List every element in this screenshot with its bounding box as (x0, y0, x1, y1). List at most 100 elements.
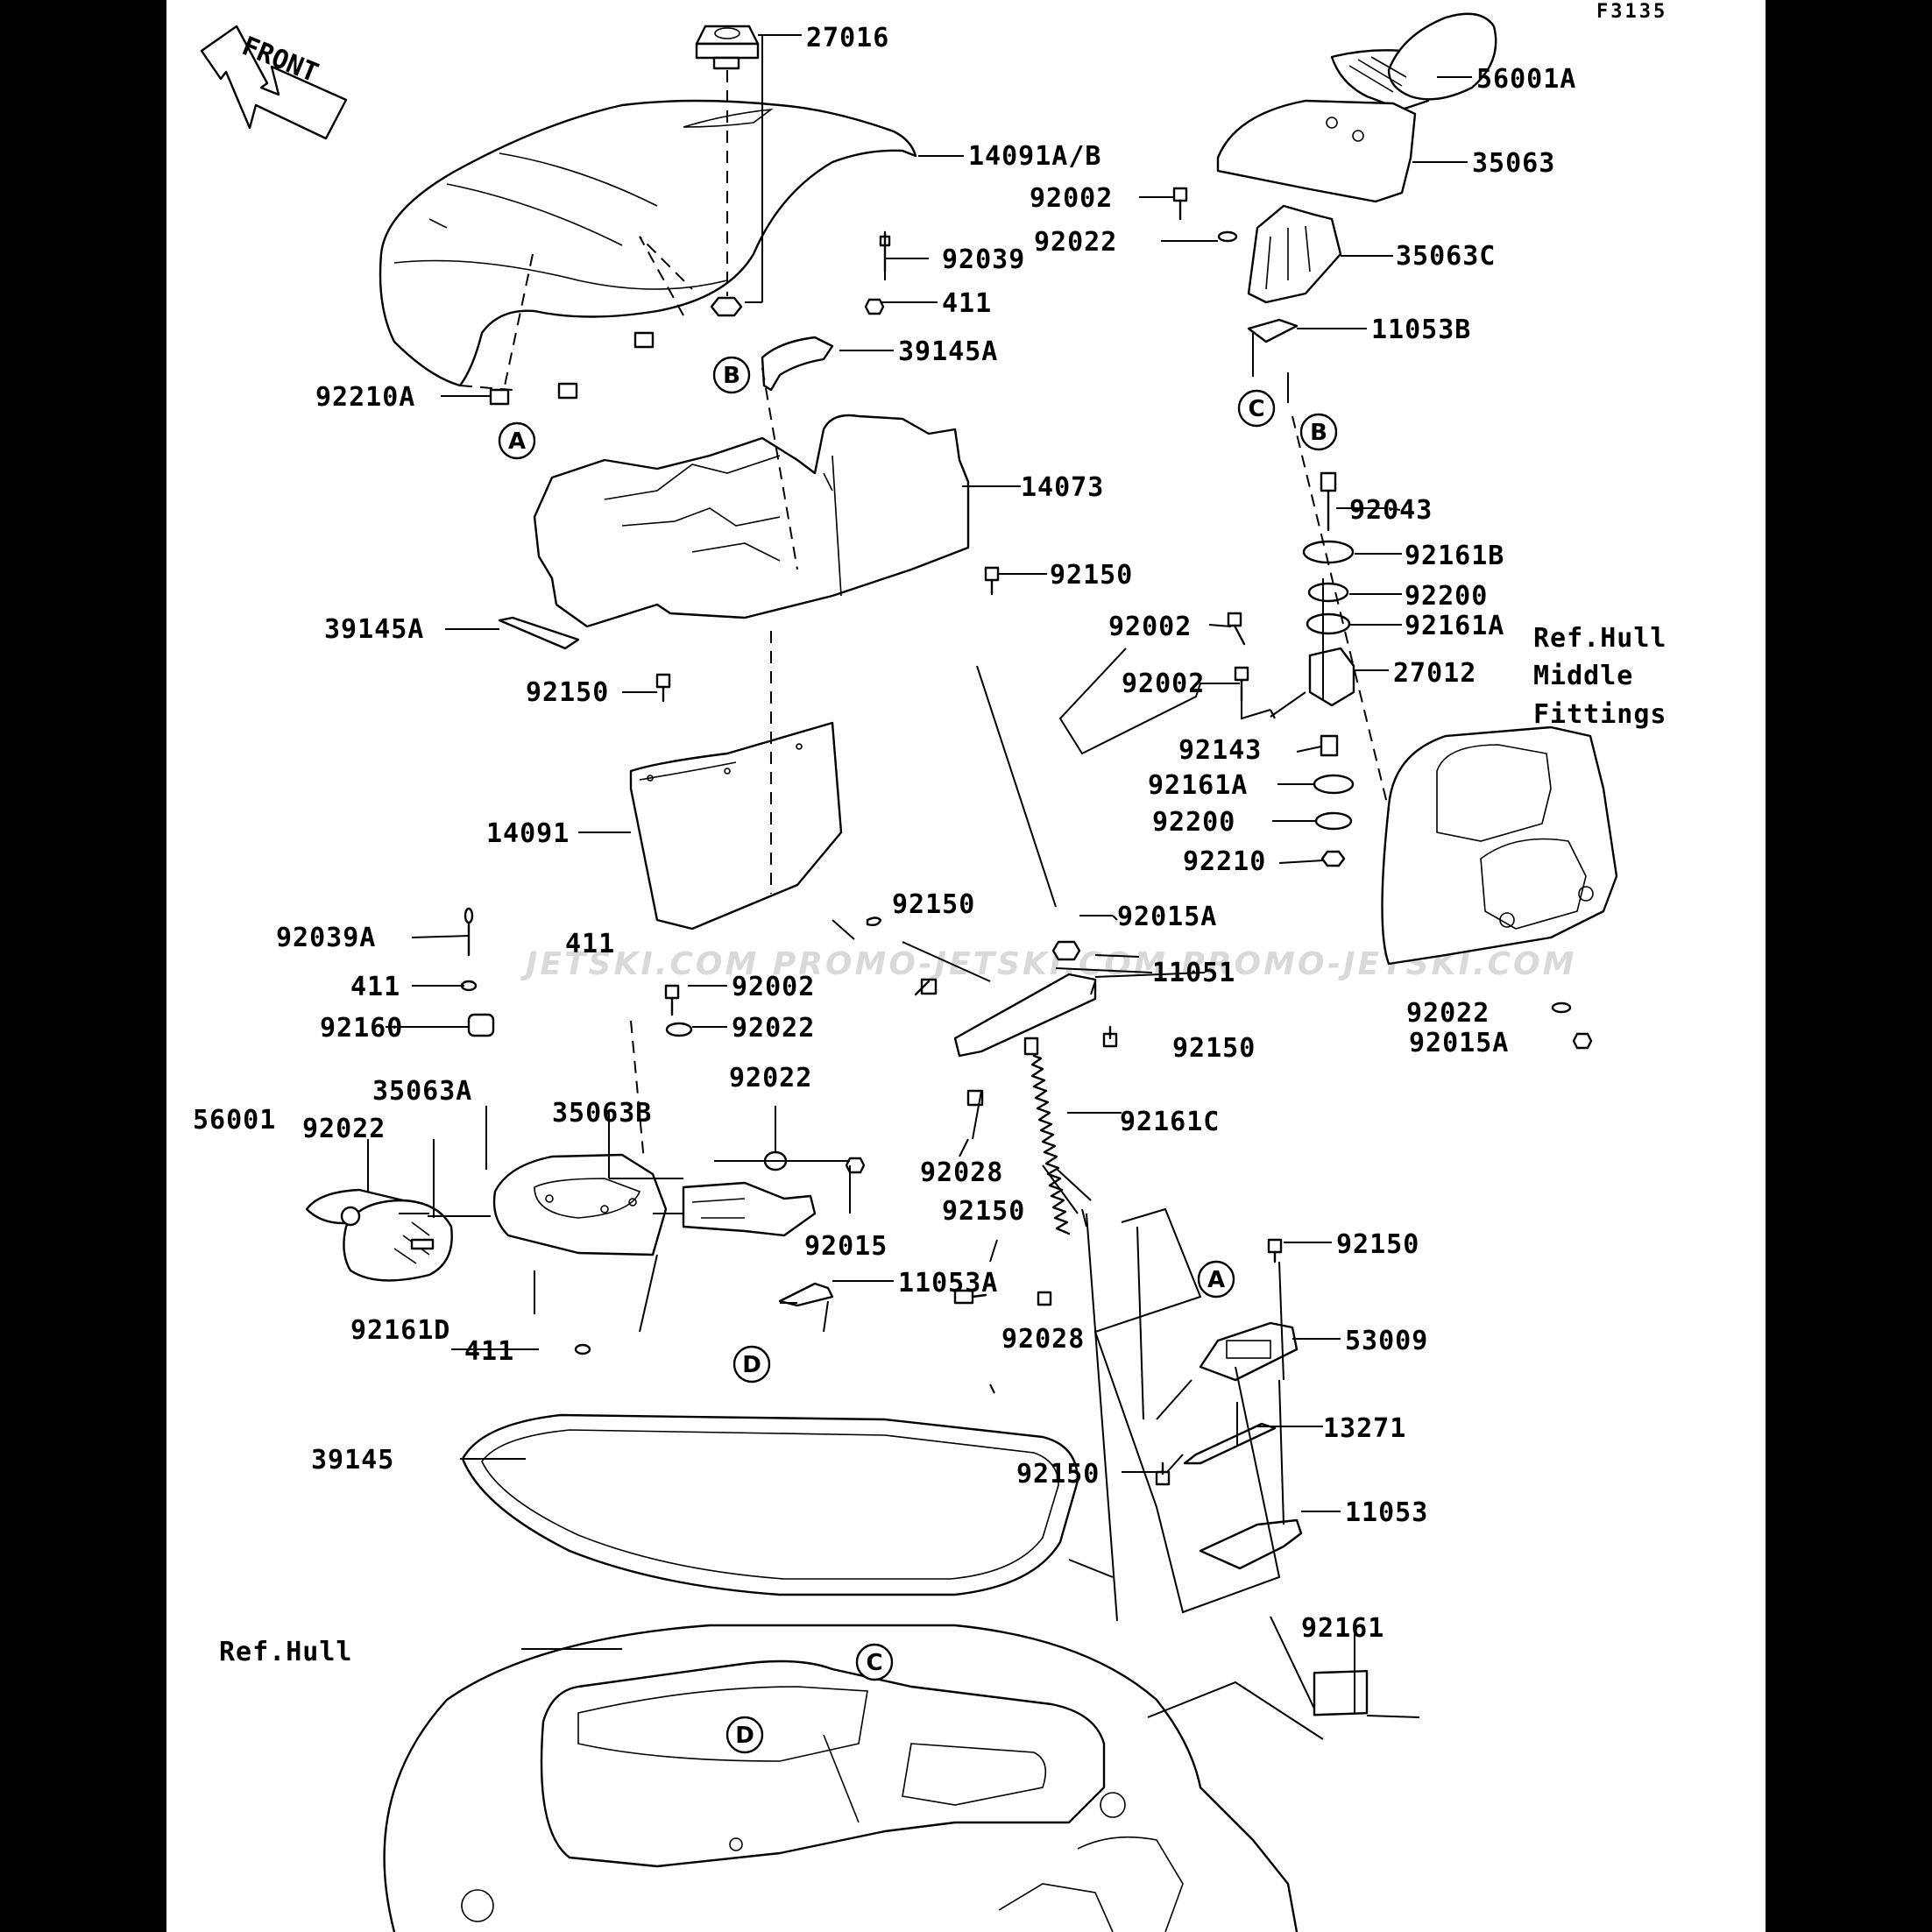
part-label: 53009 (1345, 1326, 1428, 1356)
part-label: 92200 (1152, 807, 1235, 838)
part-label: 92150 (1050, 560, 1133, 591)
part-label: 92161D (350, 1315, 450, 1346)
part-label: 92043 (1349, 495, 1433, 526)
part-label: 92028 (1001, 1324, 1085, 1355)
panel-14091-drawing (629, 721, 843, 931)
part-label: 92150 (1336, 1229, 1419, 1260)
part-label: 11053 (1345, 1497, 1428, 1528)
part-label: 39145A (324, 614, 424, 645)
latch-53009-drawing (1183, 1321, 1303, 1570)
part-label: 14073 (1021, 472, 1104, 503)
bracket-11051-drawing (953, 973, 1097, 1058)
part-label: 92022 (729, 1063, 812, 1093)
part-label: 35063C (1396, 241, 1496, 272)
part-label: 411 (565, 929, 615, 959)
part-label: 92022 (1406, 998, 1490, 1029)
part-label: 92200 (1405, 581, 1488, 612)
hull-middle-fittings-drawing (1381, 725, 1618, 966)
plate-11053a-drawing (778, 1282, 834, 1307)
part-label: 92143 (1178, 735, 1262, 766)
mirror-56001-drawing (305, 1188, 453, 1282)
ref-note-hull-middle-fittings: Ref.Hull Middle Fittings (1533, 623, 1667, 730)
part-label: 56001A (1476, 64, 1576, 95)
part-label: 92161 (1301, 1613, 1384, 1644)
part-label: 411 (350, 972, 400, 1002)
part-label: 92002 (732, 972, 815, 1002)
part-label: 92015A (1409, 1028, 1509, 1058)
fasteners-drawing (340, 187, 1593, 1486)
ref-marker-c: C (1248, 396, 1264, 422)
part-label: 56001 (193, 1105, 276, 1136)
ref-markers: A B C B A D D C (498, 356, 1338, 1754)
hull-drawing (383, 1624, 1299, 1932)
spring-92161c-drawing (1030, 1054, 1071, 1235)
part-label: 92015 (804, 1231, 888, 1262)
part-label: 411 (942, 288, 992, 319)
part-label: 92150 (526, 677, 609, 708)
ref-marker-b: B (723, 363, 740, 389)
part-labels: 27016 56001A 14091A/B 35063 92002 92022 … (193, 23, 1576, 1667)
plate-11053b-drawing (1247, 318, 1299, 343)
bolt-stack-drawing (1302, 471, 1355, 867)
part-label: 92161C (1120, 1107, 1220, 1137)
part-label: 92161B (1405, 541, 1504, 571)
ref-marker-b: B (1310, 420, 1327, 446)
mirror-56001a-drawing (1330, 12, 1497, 111)
part-label: 92002 (1108, 612, 1192, 642)
assembly-lines (459, 235, 1390, 1162)
ref-marker-c: C (866, 1650, 882, 1676)
leader-lines (367, 34, 1472, 1740)
ref-note-line: Middle (1533, 661, 1633, 691)
bracket-35063c-drawing (1247, 204, 1342, 304)
part-label: 27016 (806, 23, 889, 53)
part-label: 11053B (1371, 315, 1471, 345)
part-label: 11053A (898, 1268, 998, 1299)
part-label: 13271 (1323, 1413, 1406, 1444)
figure-code: F3135 (1596, 1, 1667, 23)
part-label: 14091A/B (968, 141, 1102, 172)
part-label: 92210A (315, 382, 415, 413)
cap-27016-drawing (695, 25, 760, 70)
gasket-39145-drawing (461, 1413, 1079, 1596)
part-label: 35063A (372, 1076, 472, 1107)
ref-marker-a: A (1207, 1267, 1225, 1293)
housing-35063-drawing (1216, 99, 1417, 203)
exploded-view-drawing: F3135 FRONT JETSKI.COM PROMO-JETSKI.COM … (193, 1, 1667, 1932)
part-label: 92150 (892, 889, 975, 920)
ref-note-line: Ref.Hull (1533, 623, 1667, 654)
part-label: 92150 (1172, 1033, 1256, 1064)
part-label: 92022 (1034, 227, 1117, 258)
part-label: 35063 (1472, 148, 1555, 179)
storage-bin-14073-drawing (533, 414, 970, 628)
part-label: 92022 (302, 1114, 386, 1144)
strip-39145a-lower-drawing (498, 616, 580, 650)
part-label: 92028 (920, 1157, 1003, 1188)
part-label: 92002 (1122, 669, 1205, 699)
housing-35063a-drawing (492, 1153, 668, 1256)
nut-drawing (710, 296, 743, 317)
part-label: Ref.Hull (219, 1637, 353, 1667)
part-label: 92022 (732, 1013, 815, 1044)
part-label: 92150 (1016, 1459, 1100, 1490)
part-label: 39145A (898, 336, 998, 367)
group-bracket (1093, 1207, 1281, 1614)
part-label: 92039A (276, 923, 376, 953)
bracket-35063b-drawing (682, 1181, 817, 1237)
part-label: 92015A (1117, 902, 1217, 932)
part-label: 92002 (1030, 183, 1113, 214)
parts-diagram-sheet: F3135 FRONT JETSKI.COM PROMO-JETSKI.COM … (166, 0, 1766, 1932)
ref-marker-d: D (735, 1723, 754, 1749)
strip-39145a-drawing (761, 336, 834, 392)
front-arrow-icon: FRONT (200, 25, 348, 140)
part-label: 92160 (320, 1013, 403, 1044)
ref-marker-a: A (508, 428, 526, 455)
label-sticker-drawing (1313, 1669, 1369, 1716)
part-label: 27012 (1393, 658, 1476, 689)
clip-92210a-drawing (489, 331, 655, 406)
ref-note-line: Fittings (1533, 699, 1667, 730)
seat-cover-drawing (379, 99, 917, 387)
part-label: 92161A (1148, 770, 1248, 801)
part-label: 92161A (1405, 611, 1504, 641)
part-label: 92150 (942, 1196, 1025, 1227)
part-label: 411 (464, 1336, 514, 1367)
